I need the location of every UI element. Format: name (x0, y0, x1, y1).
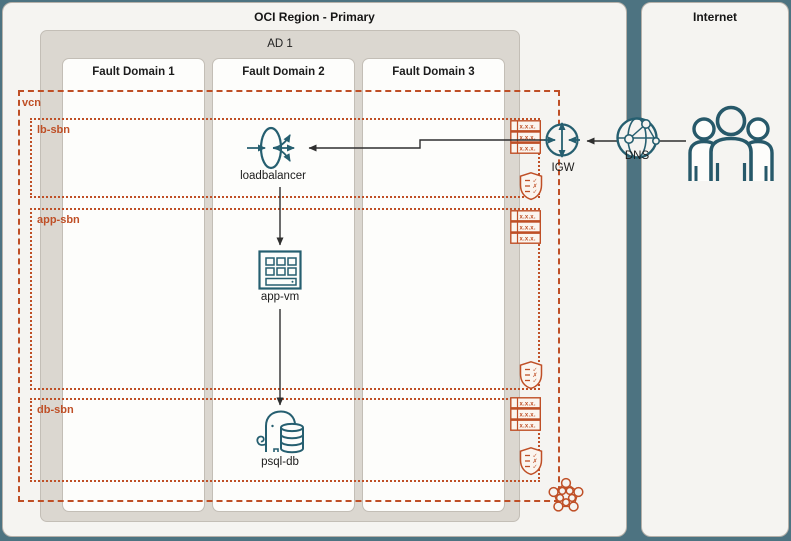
vcn-label: vcn (22, 97, 41, 109)
app-vm-label: app-vm (260, 291, 300, 303)
dns-label: DNS (624, 150, 650, 162)
internet-title: Internet (692, 10, 737, 24)
availability-domain-label: AD 1 (267, 38, 293, 50)
subnet-app-sbn-label: app-sbn (37, 214, 80, 226)
subnet-lb-sbn (30, 118, 540, 198)
subnet-db-sbn (30, 398, 540, 482)
psql-db-label: psql-db (261, 456, 299, 468)
subnet-db-sbn-label: db-sbn (37, 404, 74, 416)
internet-panel: Internet (641, 2, 789, 537)
fault-domain-3: Fault Domain 3 (362, 58, 505, 512)
fault-domain-1: Fault Domain 1 (62, 58, 205, 512)
subnet-app-sbn (30, 208, 540, 390)
fault-domain-2-label: Fault Domain 2 (242, 66, 325, 78)
region-title: OCI Region - Primary (254, 10, 375, 24)
fault-domain-1-label: Fault Domain 1 (92, 66, 175, 78)
vcn-boundary (18, 90, 560, 502)
fault-domain-3-label: Fault Domain 3 (392, 66, 475, 78)
loadbalancer-label: loadbalancer (240, 170, 306, 182)
igw-label: IGW (551, 162, 575, 174)
subnet-lb-sbn-label: lb-sbn (37, 124, 70, 136)
